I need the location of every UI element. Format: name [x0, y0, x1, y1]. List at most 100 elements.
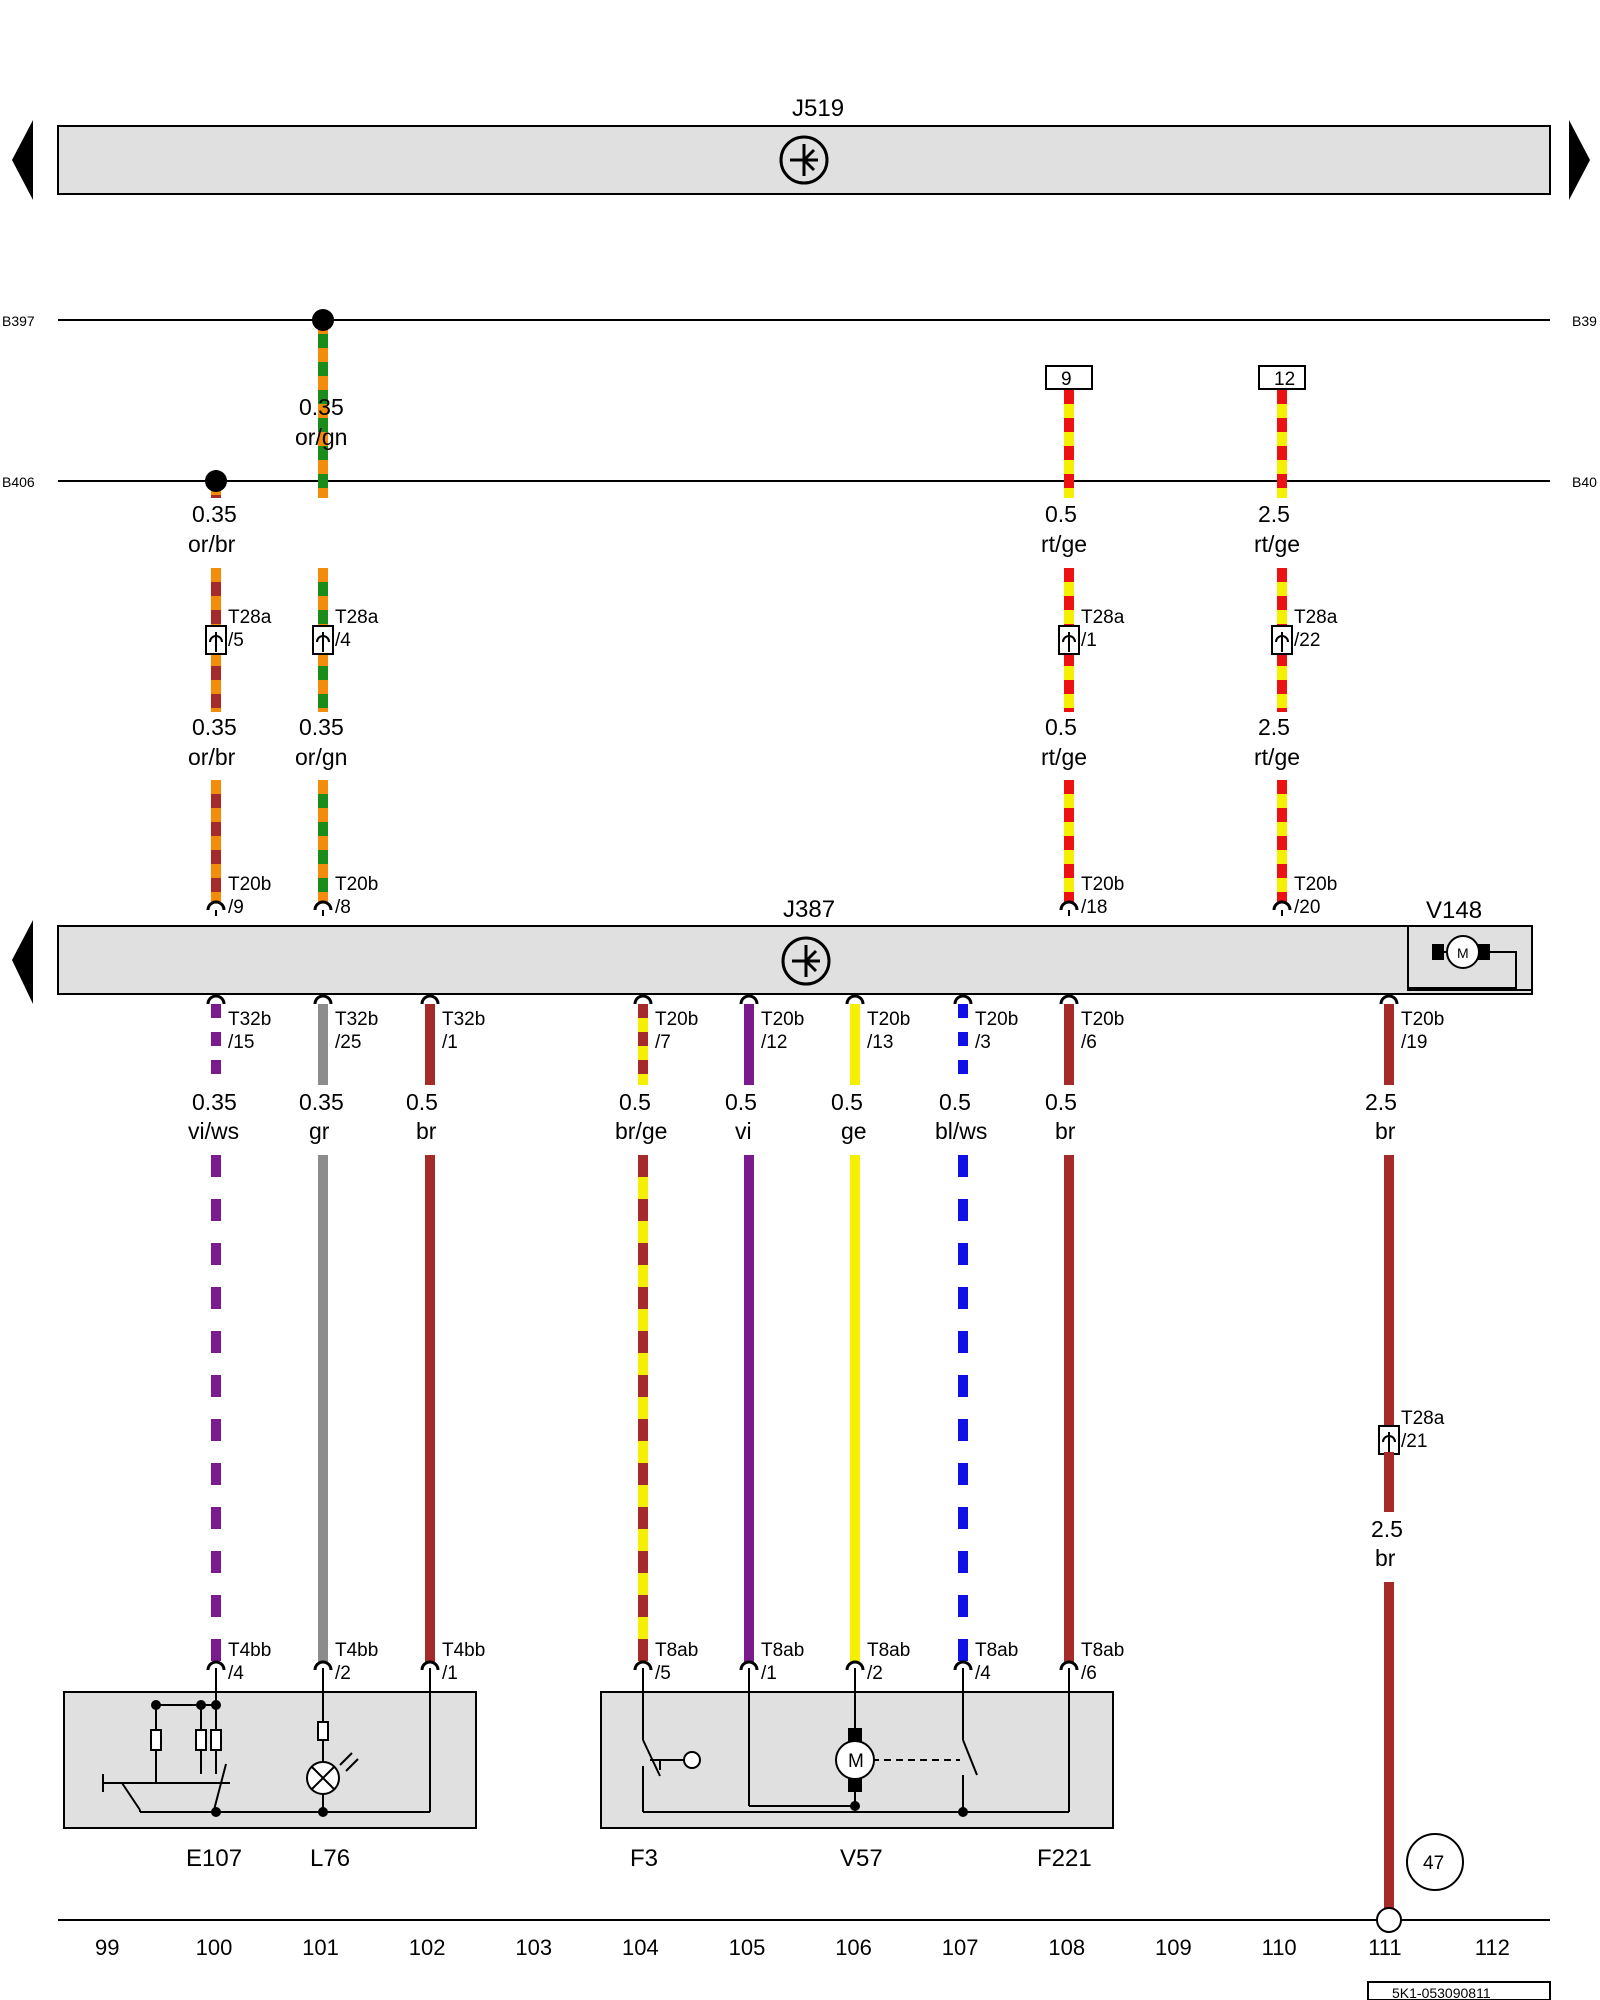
wire-w108u-mid-color: rt/ge: [1041, 744, 1087, 770]
wire-w110u-mid-size: 2.5: [1258, 714, 1290, 740]
track-number-104: 104: [622, 1935, 659, 1960]
wire-w102l-top-pin-number: /1: [442, 1032, 458, 1053]
wire-w108u-ref-box: [1045, 365, 1093, 390]
wire-w100u-pin-arc: [206, 900, 226, 911]
wire-w108u-ref-number: 9: [1061, 369, 1072, 390]
wire-w107l-bottom-pin-arc: [953, 1660, 973, 1671]
wire-w100l-top-pin-arc: [206, 994, 226, 1005]
wire-w101u-pin-number: /8: [335, 897, 351, 918]
wire-w107l-top-pin-number: /3: [975, 1032, 991, 1053]
e107-node: [211, 1700, 221, 1710]
wire-w100u-top-size: 0.35: [192, 501, 237, 527]
wire-w101u-mid-color: or/gn: [295, 744, 347, 770]
wire-w101l-bottom-pin-number: /2: [335, 1663, 351, 1684]
wire-w108u-pin-label: T20b: [1081, 874, 1124, 895]
wire-w105l-top-pin-arc: [739, 994, 759, 1005]
wire-w100u-plug-pin: /5: [228, 630, 244, 651]
wire-w108l-top-pin-number: /6: [1081, 1032, 1097, 1053]
wire-w104l-color: br/ge: [615, 1118, 667, 1144]
wire-w110u-plug-pin: /22: [1294, 630, 1320, 651]
static-layer: J519 B397 B39 B406 B40 J387 V148: [2, 95, 1597, 2000]
wire-w108l-bottom-pin-label: T8ab: [1081, 1640, 1124, 1661]
wire-w111l-top-pin-number: /19: [1401, 1032, 1427, 1053]
wire-w100u-junction: [205, 470, 227, 492]
wire-w107l-bottom-pin-label: T8ab: [975, 1640, 1018, 1661]
v57-brush-bottom: [848, 1778, 862, 1792]
wire-w101l-color: gr: [309, 1118, 330, 1144]
wire-w106l-bottom-pin-arc: [845, 1660, 865, 1671]
component-l76-label: L76: [310, 1845, 350, 1872]
wire-w108l-bottom-pin-arc: [1059, 1660, 1079, 1671]
j519-left-arrow: [12, 120, 33, 200]
wire-w101u-junction: [312, 309, 334, 331]
bus-b397-right-label: B39: [1572, 313, 1597, 329]
wire-w102l-bottom-pin-label: T4bb: [442, 1640, 485, 1661]
wire-w111l-size-2: 2.5: [1371, 1516, 1403, 1542]
wire-w108l-color: br: [1055, 1118, 1076, 1144]
e107-node-4: [211, 1807, 221, 1817]
wire-w102l-top-pin-label: T32b: [442, 1009, 485, 1030]
wire-w106l-size: 0.5: [831, 1089, 863, 1115]
e107-node-2: [196, 1700, 206, 1710]
wire-w111l-plug-pin: /21: [1401, 1431, 1427, 1452]
track-number-106: 106: [835, 1935, 872, 1960]
wire-w100l-color: vi/ws: [188, 1118, 239, 1144]
v57-motor-icon: [748, 1668, 1070, 1812]
wire-w107l-top-pin-arc: [953, 994, 973, 1005]
wire-w101l-size: 0.35: [299, 1089, 344, 1115]
wire-w108u-plug-pin: /1: [1081, 630, 1097, 651]
wire-w101l-top-pin-number: /25: [335, 1032, 361, 1053]
wire-w100l-bottom-pin-number: /4: [228, 1663, 244, 1684]
wire-w110u-plug-label: T28a: [1294, 607, 1338, 628]
bus-b406-left-label: B406: [2, 474, 35, 490]
wire-w101u-pin-arc: [313, 900, 333, 911]
wire-w105l-color: vi: [735, 1118, 752, 1144]
v57-node-left: [850, 1801, 860, 1811]
wire-w105l-bottom-pin-number: /1: [761, 1663, 777, 1684]
wire-w108u-top-color: rt/ge: [1041, 531, 1087, 557]
wire-w105l-top-pin-number: /12: [761, 1032, 787, 1053]
wire-w108l-size: 0.5: [1045, 1089, 1077, 1115]
wire-w105l-size: 0.5: [725, 1089, 757, 1115]
wire-w111l-top-pin-label: T20b: [1401, 1009, 1444, 1030]
wire-w106l-top-pin-number: /13: [867, 1032, 893, 1053]
v148-box: [1407, 925, 1533, 991]
wire-w100u-mid-size: 0.35: [192, 714, 237, 740]
bus-b397-left-label: B397: [2, 313, 35, 329]
track-number-109: 109: [1155, 1935, 1192, 1960]
wire-w100u-mid-color: or/br: [188, 744, 236, 770]
wire-w102l-color: br: [416, 1118, 437, 1144]
track-number-100: 100: [196, 1935, 233, 1960]
wire-w105l-bottom-pin-label: T8ab: [761, 1640, 804, 1661]
wire-w100l-size: 0.35: [192, 1089, 237, 1115]
wire-w100l-top-pin-number: /15: [228, 1032, 254, 1053]
v148-motor-letter: M: [1457, 945, 1469, 961]
l76-bulb-icon: [306, 1668, 359, 1812]
component-f3-label: F3: [630, 1845, 658, 1872]
wire-w101u-mid-size: 0.35: [299, 714, 344, 740]
wire-w104l-top-pin-arc: [633, 994, 653, 1005]
wire-w100u-pin-label: T20b: [228, 874, 271, 895]
wire-w111l-plug-label: T28a: [1401, 1408, 1445, 1429]
wire-w104l-bottom-pin-number: /5: [655, 1663, 671, 1684]
wire-w107l-bottom-pin-number: /4: [975, 1663, 991, 1684]
wire-w108u-pin-arc: [1059, 900, 1079, 911]
wire-w101l-bottom-pin-label: T4bb: [335, 1640, 378, 1661]
wire-w108u-mid-size: 0.5: [1045, 714, 1077, 740]
wire-w104l-bottom-pin-label: T8ab: [655, 1640, 698, 1661]
track-number-112: 112: [1475, 1935, 1510, 1960]
wire-w110u-pin-arc: [1272, 900, 1292, 911]
wire-w110u-top-color: rt/ge: [1254, 531, 1300, 557]
wire-w100l-bottom-pin-label: T4bb: [228, 1640, 271, 1661]
e107-switch-icon: [102, 1668, 431, 1813]
footer-code-box: [1367, 1981, 1551, 2000]
wire-w101l-top-pin-label: T32b: [335, 1009, 378, 1030]
wire-w108u-pin-number: /18: [1081, 897, 1107, 918]
component-box-left: [63, 1691, 477, 1829]
wire-w100u-top-color: or/br: [188, 531, 236, 557]
wire-w110u-ref-number: 12: [1274, 369, 1295, 390]
wire-w108u-top-size: 0.5: [1045, 501, 1077, 527]
wire-w101u-pin-label: T20b: [335, 874, 378, 895]
wire-w102l-size: 0.5: [406, 1089, 438, 1115]
